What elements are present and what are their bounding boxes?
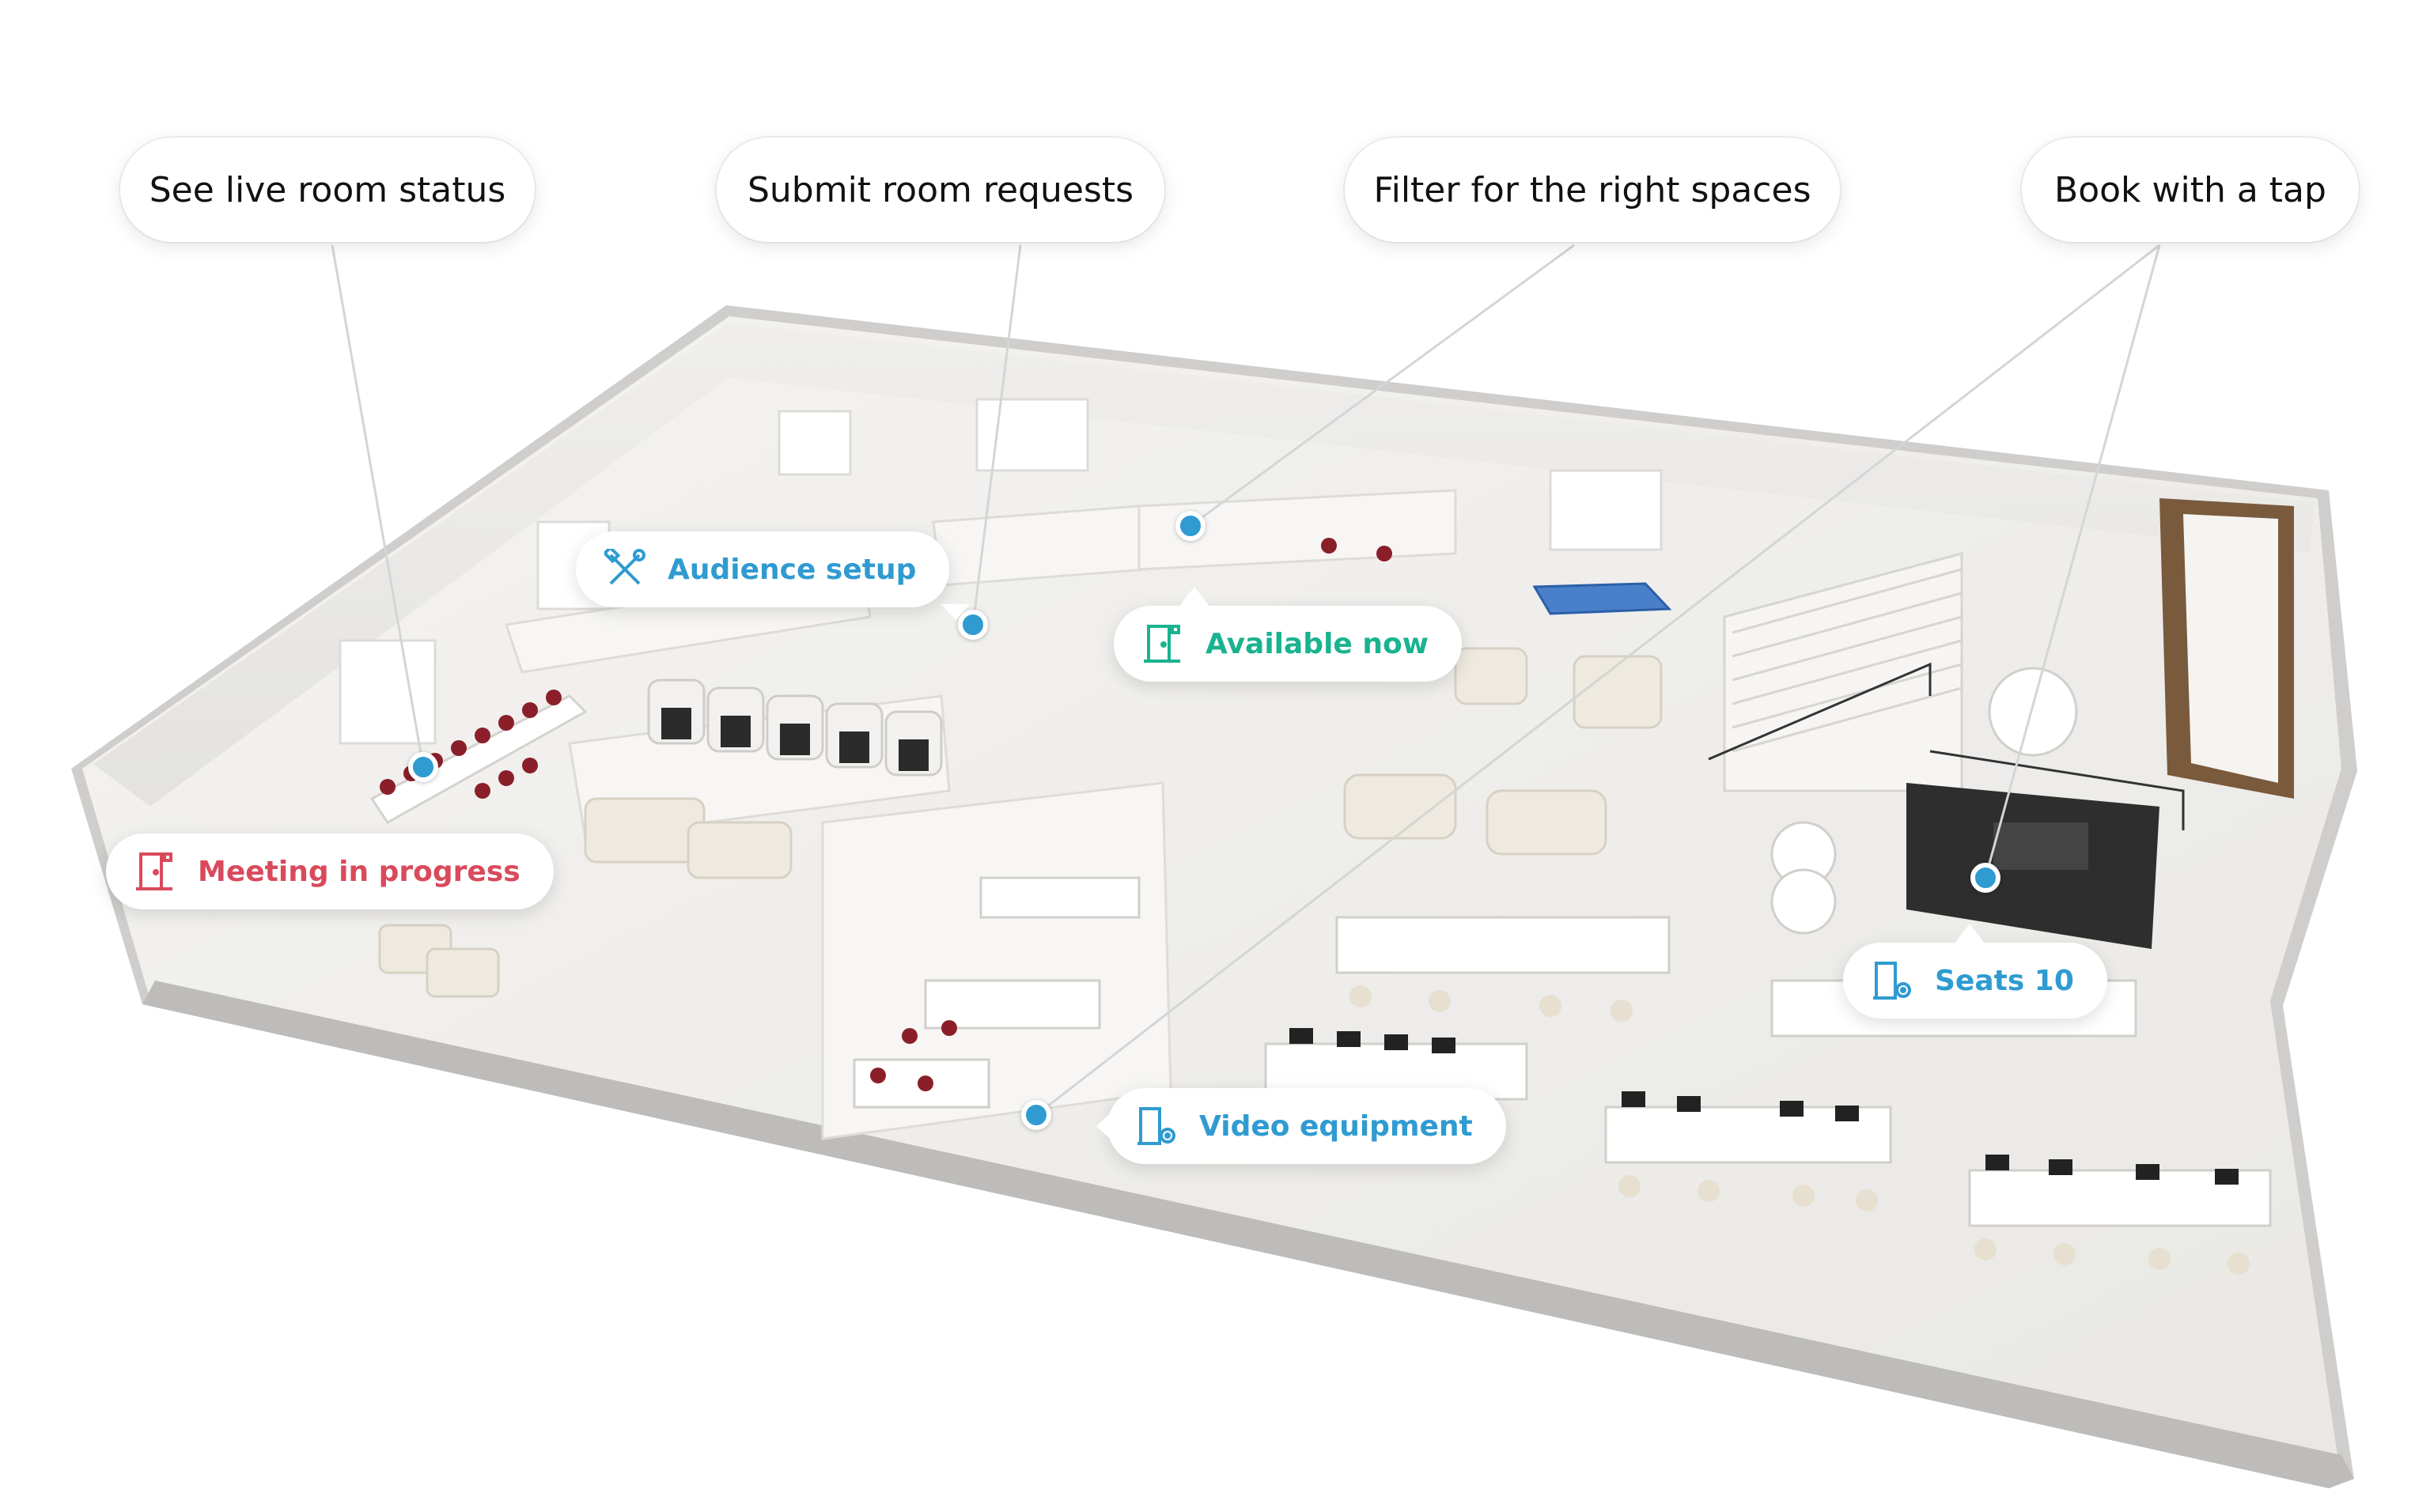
pin-tail: [941, 604, 970, 620]
dark-meeting-room: [1906, 783, 2159, 949]
pin-label: Audience setup: [668, 553, 917, 586]
pin-label: Meeting in progress: [198, 855, 520, 888]
door-icon: [136, 852, 172, 890]
connector-lines: [331, 244, 2161, 1117]
feature-live-status-label: See live room status: [120, 138, 535, 242]
feature-book-label: Book with a tap: [2022, 138, 2359, 242]
people: [870, 538, 1392, 1091]
desk-clusters: [853, 667, 2272, 1275]
door-icon: [1144, 625, 1180, 663]
marker-dot-video[interactable]: [1021, 1100, 1051, 1130]
ping-pong-table: [1532, 582, 1672, 615]
marker-dot-meeting[interactable]: [408, 752, 438, 782]
pin-tail: [1179, 587, 1210, 607]
pin-label: Available now: [1206, 627, 1429, 660]
phone-booths: [647, 679, 943, 777]
pin-available-now[interactable]: Available now: [1114, 606, 1462, 682]
staircase: [1708, 552, 2185, 830]
marker-dot-available[interactable]: [1175, 511, 1206, 541]
feature-filter-label: Filter for the right spaces: [1345, 138, 1840, 242]
pin-tail: [1096, 1107, 1117, 1145]
pin-seats-10[interactable]: Seats 10: [1843, 943, 2107, 1019]
door-settings-icon: [1873, 962, 1911, 1000]
kitchen: [2159, 498, 2294, 799]
marker-dot-seats[interactable]: [1970, 863, 2000, 893]
pin-audience-setup[interactable]: Audience setup: [576, 531, 950, 607]
pin-meeting-in-progress[interactable]: Meeting in progress: [106, 833, 554, 909]
door-settings-icon: [1137, 1107, 1175, 1145]
lounge-sofas: [378, 647, 1663, 998]
pin-label: Video equipment: [1199, 1109, 1473, 1143]
pin-tail: [1954, 924, 1985, 944]
feature-requests-label: Submit room requests: [717, 138, 1164, 242]
tools-icon: [604, 549, 645, 585]
pin-video-equipment[interactable]: Video equipment: [1107, 1088, 1506, 1164]
pin-label: Seats 10: [1935, 964, 2074, 997]
